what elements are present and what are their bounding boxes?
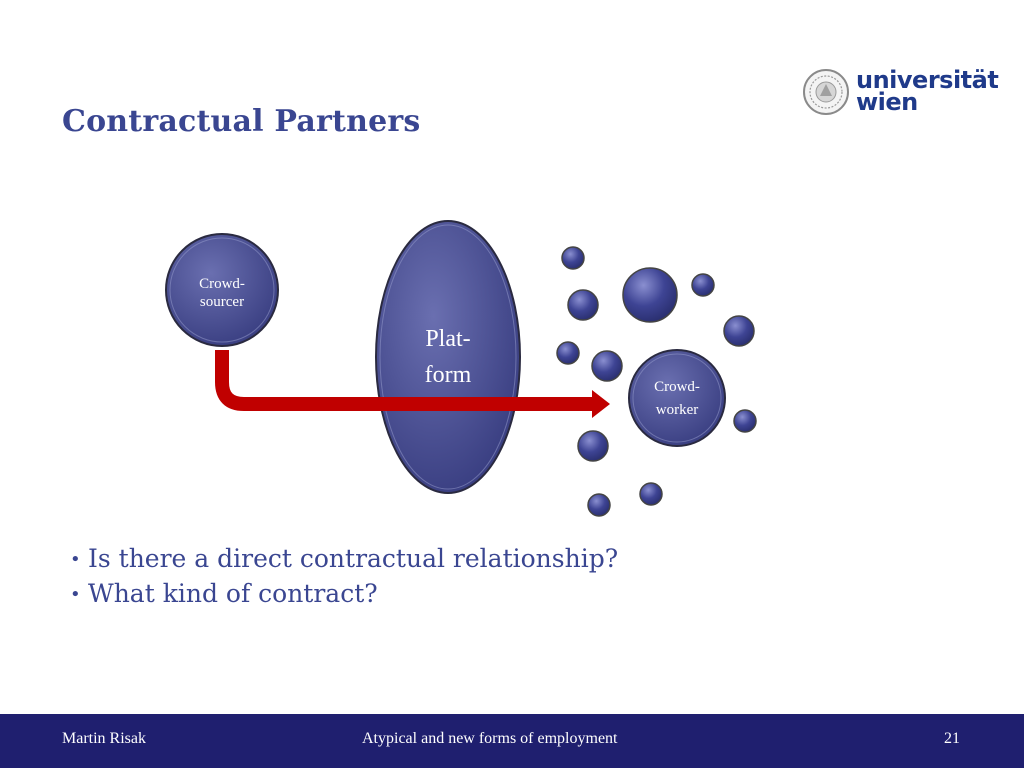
university-logo: universität wien bbox=[802, 66, 999, 118]
bubble bbox=[556, 341, 580, 365]
question-list: •Is there a direct contractual relations… bbox=[70, 542, 618, 612]
bubble bbox=[639, 482, 663, 506]
bubble bbox=[587, 493, 611, 517]
logo-word-wien: wien bbox=[856, 88, 918, 116]
page-number: 21 bbox=[944, 730, 960, 747]
footer-author: Martin Risak bbox=[62, 730, 146, 747]
list-item: •Is there a direct contractual relations… bbox=[70, 544, 619, 573]
bubble bbox=[591, 350, 623, 382]
bullet-text: Is there a direct contractual relationsh… bbox=[88, 544, 619, 573]
crowdworker-label-line1: Crowd- bbox=[654, 379, 700, 395]
bubble bbox=[723, 315, 755, 347]
bubble bbox=[691, 273, 715, 297]
university-seal-icon bbox=[803, 69, 849, 115]
arrow-head bbox=[592, 390, 610, 418]
crowd-bubbles bbox=[556, 246, 757, 517]
slide-title: Contractual Partners bbox=[62, 104, 421, 139]
slide-footer: Martin Risak Atypical and new forms of e… bbox=[0, 714, 1024, 768]
list-item: •What kind of contract? bbox=[70, 579, 378, 608]
bubble bbox=[733, 409, 757, 433]
bubble bbox=[622, 267, 678, 323]
bubble bbox=[577, 430, 609, 462]
bullet-text: What kind of contract? bbox=[88, 579, 378, 608]
footer-topic: Atypical and new forms of employment bbox=[362, 730, 618, 747]
crowdsourcer-node bbox=[165, 233, 279, 347]
crowdsourcer-label-line2: sourcer bbox=[200, 294, 244, 310]
logo-word-universitat: universität bbox=[856, 66, 999, 94]
crowdworker-node bbox=[628, 349, 726, 447]
crowdsourcer-label-line1: Crowd- bbox=[199, 276, 245, 292]
contract-arrow bbox=[215, 350, 594, 411]
bubble bbox=[561, 246, 585, 270]
platform-label-line2: form bbox=[425, 362, 472, 388]
platform-node bbox=[375, 220, 521, 494]
platform-label-line1: Plat- bbox=[425, 326, 470, 352]
crowdworker-label-line2: worker bbox=[656, 402, 698, 418]
bubble bbox=[567, 289, 599, 321]
